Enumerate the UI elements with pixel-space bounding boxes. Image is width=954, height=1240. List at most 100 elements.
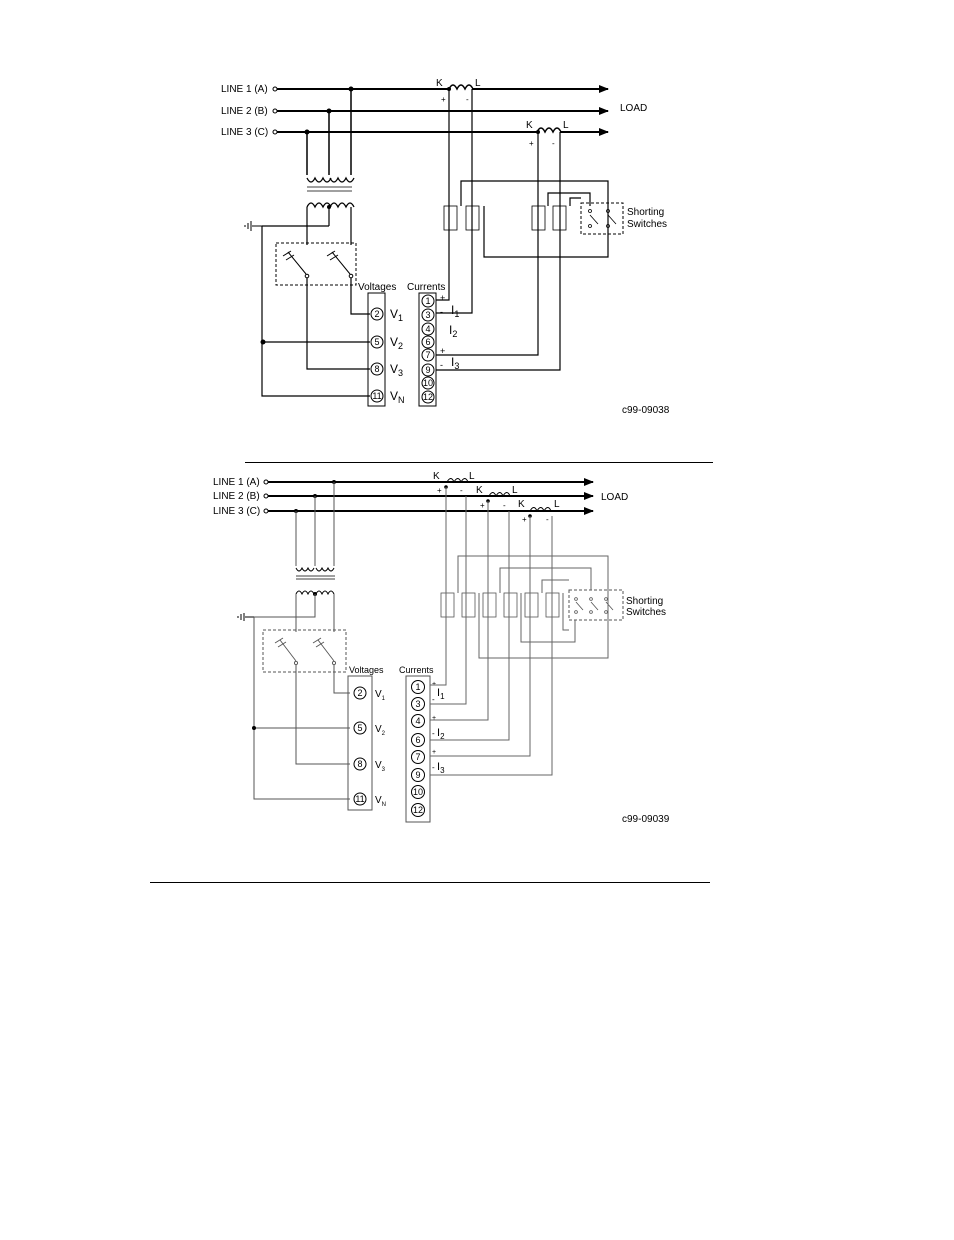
current-terminal-3 (411, 697, 425, 711)
i2-label: I2 (437, 727, 445, 741)
current-terminal-4 (411, 714, 425, 728)
current-terminal-number: 7 (425, 350, 430, 360)
test-switch-blocks (440, 592, 560, 618)
current-terminal-6 (421, 335, 435, 349)
vt2-secondary-icon (329, 202, 355, 209)
current-terminal-number: 3 (415, 699, 420, 709)
line2-label: LINE 2 (B) (213, 491, 260, 502)
vt1-primary-icon (306, 176, 332, 183)
current-terminal-3 (421, 308, 435, 322)
ct1-plus: + (441, 95, 446, 104)
svg-text:-: - (440, 360, 443, 370)
svg-text:+: + (432, 715, 436, 722)
vt1-secondary-icon (295, 590, 315, 596)
svg-text:L: L (469, 471, 475, 482)
current-terminal-9 (421, 363, 435, 377)
current-terminal-9 (411, 768, 425, 782)
current-terminal-4 (421, 322, 435, 336)
diagram-1: LINE 1 (A) LINE 2 (B) LINE 3 (C) LOAD K … (221, 78, 670, 416)
ground-icon (244, 221, 262, 231)
svg-text:+: + (440, 346, 445, 356)
voltage-terminal-2 (353, 686, 367, 700)
vt2-secondary-icon (315, 590, 335, 596)
svg-text:-: - (460, 486, 463, 495)
svg-text:-: - (432, 729, 435, 738)
voltage-label-N: VN (375, 795, 386, 808)
line1-label: LINE 1 (A) (221, 84, 268, 95)
ct3-plus: + (529, 139, 534, 148)
current-terminal-number: 7 (415, 752, 420, 762)
ct1-k: K (436, 78, 443, 89)
voltage-terminal-block (367, 292, 386, 407)
line1-label: LINE 1 (A) (213, 477, 260, 488)
svg-text:L: L (554, 499, 560, 510)
voltage-terminal-number: 2 (357, 688, 362, 698)
voltage-label-2: V2 (375, 724, 386, 737)
current-terminal-6 (411, 733, 425, 747)
voltage-terminal-8 (353, 757, 367, 771)
shorting-label-1: Shorting (626, 596, 663, 607)
line2-label: LINE 2 (B) (221, 106, 268, 117)
line3-label: LINE 3 (C) (221, 127, 268, 138)
ct1-coil-icon (448, 84, 474, 91)
ct1-l: L (475, 78, 481, 89)
test-switch-blocks (443, 205, 567, 231)
ct2-coil-icon (488, 492, 511, 498)
figure-id-1: c99-09038 (622, 405, 670, 416)
current-terminal-number: 1 (415, 682, 420, 692)
voltage-terminal-number: 8 (357, 759, 362, 769)
current-terminal-number: 3 (425, 310, 430, 320)
i3-label: I3 (437, 761, 445, 775)
voltage-label-1: V1 (375, 689, 386, 702)
currents-header: Currents (399, 665, 434, 675)
shorting-label-1: Shorting (627, 207, 664, 218)
currents-header: Currents (407, 282, 445, 293)
current-terminal-10 (411, 785, 425, 799)
line3-label: LINE 3 (C) (213, 506, 260, 517)
svg-text:+: + (480, 501, 485, 510)
current-terminal-7 (421, 348, 435, 362)
shorting-switch-box (568, 589, 624, 621)
current-terminal-number: 10 (423, 378, 433, 388)
current-terminal-number: 12 (423, 392, 433, 402)
fuse-switch-box (262, 629, 347, 673)
current-terminal-number: 6 (415, 735, 420, 745)
current-terminal-number: 9 (415, 770, 420, 780)
current-terminal-number: 9 (425, 365, 430, 375)
current-terminal-number: 12 (413, 805, 423, 815)
voltage-terminal-5 (353, 721, 367, 735)
voltage-terminal-8 (370, 362, 384, 376)
i1-label: I1 (437, 687, 445, 701)
current-terminal-1 (411, 680, 425, 694)
voltages-header: Voltages (349, 665, 384, 675)
ct3-k: K (526, 120, 533, 131)
diagram-2: LINE 1 (A) LINE 2 (B) LINE 3 (C) LOAD K … (213, 471, 670, 825)
voltage-label-1: V1 (390, 307, 403, 323)
i2-label: I2 (449, 323, 457, 339)
divider-2 (150, 882, 710, 883)
fuse-switch-icons (282, 250, 354, 279)
current-terminal-number: 6 (425, 337, 430, 347)
figure-id-2: c99-09039 (622, 814, 670, 825)
fuse-switch-icons (274, 637, 337, 666)
ground-icon (237, 613, 254, 621)
voltage-terminal-number: 11 (355, 794, 364, 804)
vt2-primary-icon (329, 176, 355, 183)
voltage-terminal-number: 11 (372, 391, 381, 401)
voltage-label-3: V3 (390, 362, 403, 378)
voltage-label-2: V2 (390, 335, 403, 351)
fuse-switch-box (275, 242, 357, 286)
load-label: LOAD (620, 103, 647, 114)
voltages-header: Voltages (358, 282, 396, 293)
svg-text:+: + (432, 749, 436, 756)
line3-terminal (272, 129, 278, 135)
svg-text:K: K (433, 471, 440, 482)
ct1-minus: - (466, 95, 469, 104)
vt1-secondary-icon (306, 202, 332, 209)
voltage-label-3: V3 (375, 760, 386, 773)
current-wiring (436, 89, 609, 371)
current-terminal-block (418, 292, 437, 407)
current-terminal-1 (421, 294, 435, 308)
shorting-label-2: Switches (627, 219, 667, 230)
